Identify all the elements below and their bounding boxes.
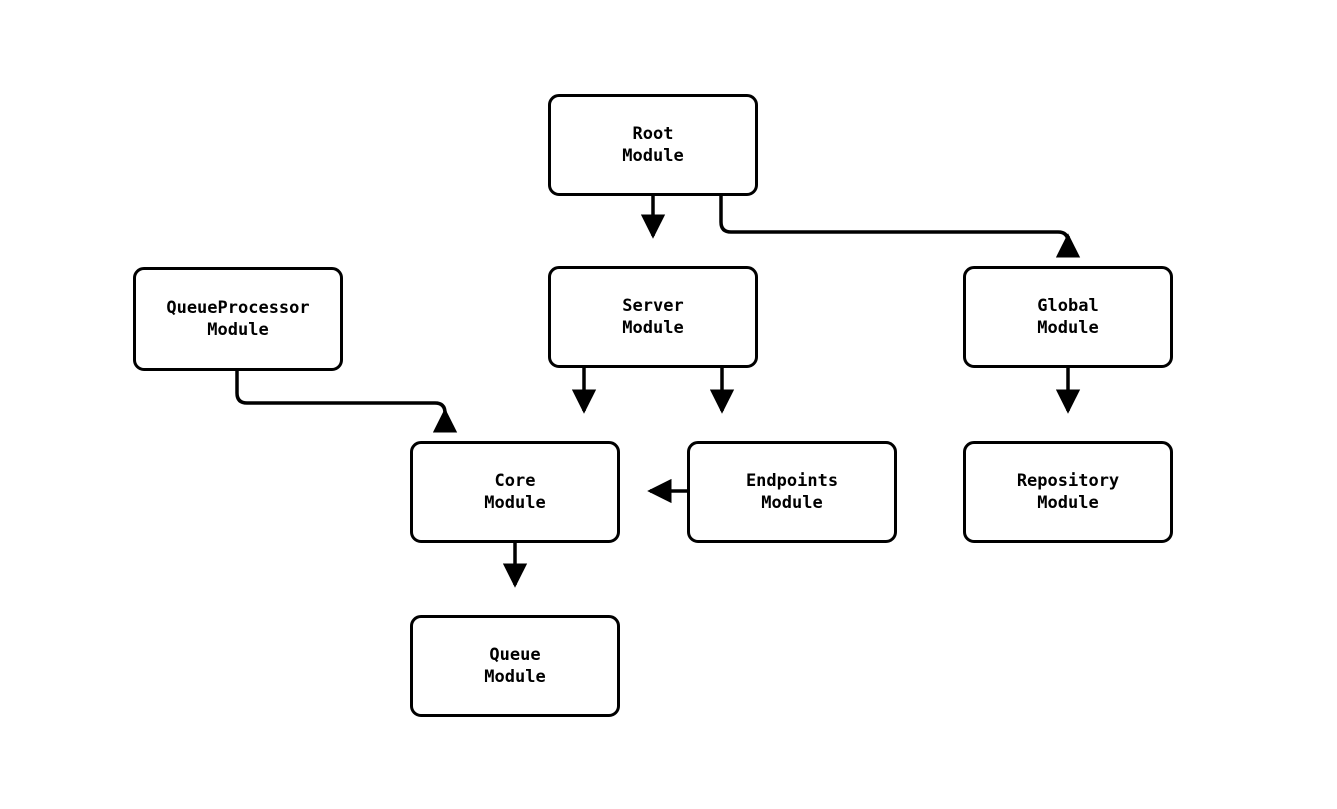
- node-endpoints[interactable]: Endpoints Module: [687, 441, 897, 543]
- edge-root-global: [719, 196, 1081, 258]
- node-repository[interactable]: Repository Module: [963, 441, 1173, 543]
- node-queue[interactable]: Queue Module: [410, 615, 620, 717]
- node-global[interactable]: Global Module: [963, 266, 1173, 368]
- node-label-global: Global Module: [1037, 296, 1099, 338]
- edge-queueprocessor-core: [235, 371, 458, 433]
- node-label-queueprocessor: QueueProcessor Module: [166, 298, 310, 340]
- node-label-core: Core Module: [484, 471, 546, 513]
- node-server[interactable]: Server Module: [548, 266, 758, 368]
- node-core[interactable]: Core Module: [410, 441, 620, 543]
- node-label-endpoints: Endpoints Module: [745, 471, 839, 513]
- node-label-root: Root Module: [622, 124, 684, 166]
- node-root[interactable]: Root Module: [548, 94, 758, 196]
- node-label-repository: Repository Module: [1016, 471, 1120, 513]
- node-queueprocessor[interactable]: QueueProcessor Module: [133, 267, 343, 371]
- node-label-server: Server Module: [622, 296, 684, 338]
- node-label-queue: Queue Module: [484, 645, 546, 687]
